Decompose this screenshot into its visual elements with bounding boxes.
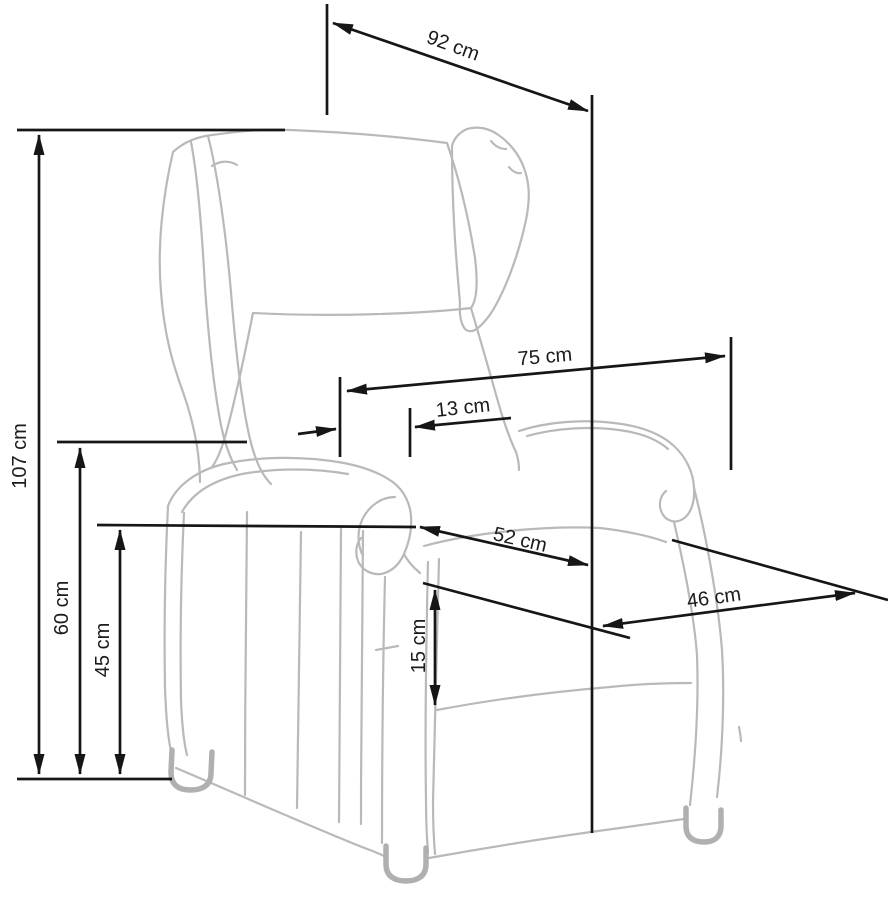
left-armrest-scroll-bottom: [402, 552, 422, 575]
front-bottom-edge: [174, 766, 386, 858]
left-armrest-top-outer: [166, 456, 413, 576]
front-corner-outer: [424, 560, 430, 854]
left-side-inner-edge: [179, 511, 189, 757]
armchair-line-drawing: [158, 126, 743, 884]
right-rear-foot: [683, 805, 724, 845]
backrest-left-outline: [158, 150, 202, 484]
backrest-right-edge: [445, 141, 478, 310]
dim-60-label: 60 cm: [51, 581, 73, 635]
base-split-right: [435, 681, 693, 712]
dim-107-label: 107 cm: [9, 423, 31, 489]
side-seam-1: [243, 510, 249, 797]
arrow-75: [346, 352, 726, 395]
backrest-mid-seam: [251, 306, 473, 316]
headrest-top-edge: [171, 128, 449, 154]
right-armrest-front-outer: [692, 486, 725, 799]
right-bottom-edge: [427, 817, 686, 860]
ext-45-top: [96, 523, 417, 529]
arrow-13-left: [297, 426, 337, 438]
arm-support-front-left: [337, 527, 343, 824]
small-fold-mark: [737, 725, 743, 743]
left-armrest-scroll-inner: [357, 495, 397, 558]
arrow-52: [419, 525, 589, 567]
right-armrest-top-outer: [517, 420, 696, 523]
right-armrest-top-inner: [525, 426, 670, 451]
arrow-13-right: [414, 416, 512, 431]
front-left-foot: [168, 747, 215, 793]
left-side-edge: [163, 504, 173, 753]
left-wing-curl-mark: [210, 160, 239, 168]
lower-back-left-edge: [210, 311, 255, 469]
right-armrest-front-inner: [672, 520, 699, 807]
dim-75-label: 75 cm: [517, 344, 573, 371]
left-armrest-top-inner: [180, 468, 350, 514]
dimension-arrows: [33, 21, 856, 775]
arm-support-front-right: [359, 529, 365, 826]
arrow-46: [602, 590, 856, 629]
ext-46-upper: [671, 538, 888, 602]
front-right-foot: [383, 843, 429, 884]
extension-lines: [17, 4, 888, 833]
dim-15-label: 15 cm: [408, 619, 430, 673]
arm-panel-front-edge: [380, 575, 387, 845]
dim-92-label: 92 cm: [424, 26, 483, 65]
ext-46-lower: [422, 581, 631, 640]
dim-45-label: 45 cm: [92, 623, 114, 677]
dim-13-label: 13 cm: [435, 394, 491, 422]
lower-back-right-edge: [469, 306, 521, 472]
side-seam-2: [295, 530, 303, 810]
arrow-92: [332, 21, 589, 113]
recliner-lever: [374, 644, 400, 652]
right-ear-tick-2: [507, 165, 523, 175]
left-wing-roll-outer: [206, 134, 273, 486]
right-ear-tick-1: [489, 139, 508, 151]
right-ear-outline: [450, 126, 530, 333]
